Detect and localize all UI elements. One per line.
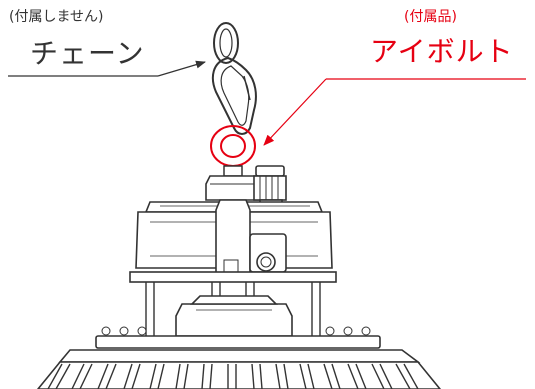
carabiner-gate (243, 75, 251, 101)
chain-link-top (213, 22, 239, 64)
heat-sink-hub (175, 303, 293, 337)
eyebolt-leader-line (263, 78, 327, 146)
carabiner-hook (211, 56, 257, 135)
driver-base-plate (129, 271, 337, 283)
eyebolt-label: アイボルト (370, 35, 514, 68)
eyebolt-ring-outer (210, 125, 256, 167)
carabiner-hook-inner (220, 65, 250, 126)
eyebolt-shank (223, 165, 243, 177)
eyebolt-included-note: (付属品) (404, 9, 457, 25)
led-high-bay-light-icon (36, 165, 442, 389)
chain-not-included-note: (付属しません) (9, 9, 104, 25)
eyebolt-callout (263, 78, 526, 146)
flange-bolts (101, 326, 371, 336)
heat-sink-fins (47, 363, 419, 389)
heat-sink-flange (95, 335, 381, 349)
eyebolt-ring-inner (220, 134, 246, 158)
chain-label: チェーン (30, 37, 145, 70)
heat-sink-ring (58, 349, 421, 363)
eyebolt-ring-icon (210, 125, 256, 167)
chain-link-icon (211, 22, 257, 135)
chain-callout (8, 60, 206, 77)
chain-leader-line (157, 60, 206, 77)
chain-link-top-inner (219, 28, 233, 58)
